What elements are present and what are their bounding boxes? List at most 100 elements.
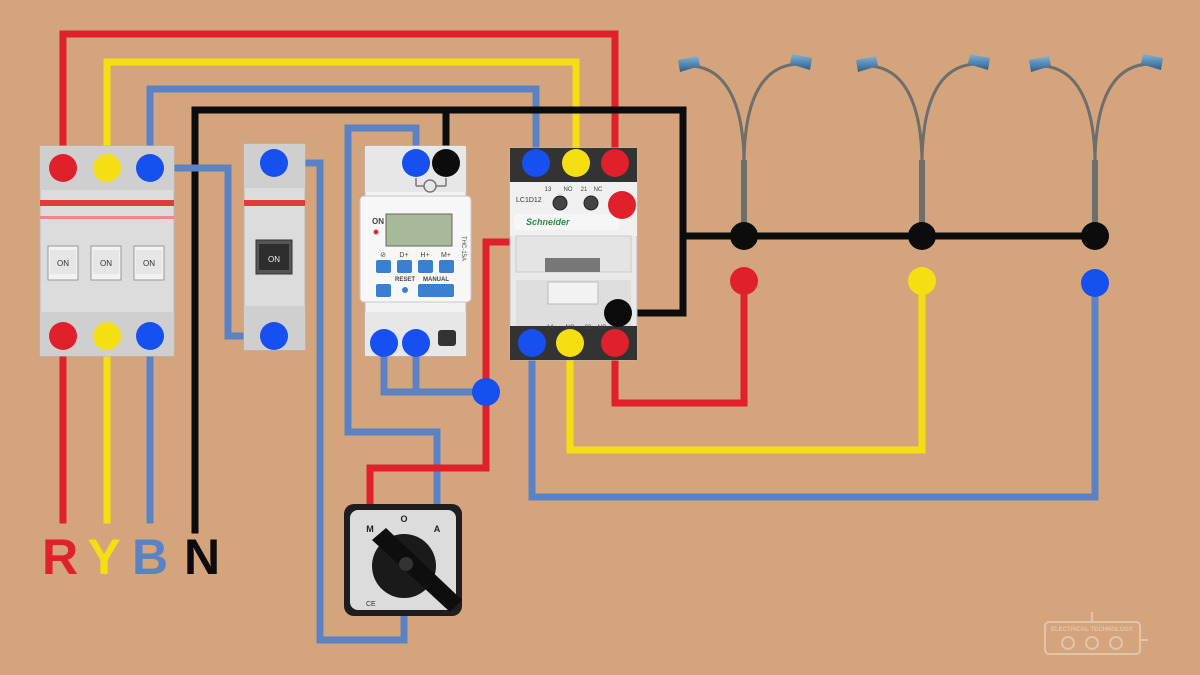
terminal-mcb3-bot-y[interactable] [93,322,121,350]
timer-button-manual[interactable] [418,284,454,297]
mcb-3-switch-3[interactable]: ON [133,245,165,281]
wire-red-lamp [611,277,748,407]
contactor-bottom-label-4: NC [598,325,607,331]
terminal-mcb3-bot-r[interactable] [49,322,77,350]
watermark-text: ELECTRICAL TECHNOLOGY [1051,627,1133,633]
lamp-head-icon [1029,56,1051,72]
timer-button-label-1: ⊘ [380,252,386,259]
contactor-model: LC1D12 [516,197,542,204]
terminal-contactor-bot-b[interactable] [518,329,546,357]
digital-timer[interactable]: ON THC-15A ⊘ D+ H+ M+ RESET MANUAL [359,145,472,357]
selector-ce-mark: CE [366,601,376,608]
terminals [49,149,1109,406]
wire-blue-timer-in [344,124,441,519]
lamp-pole [1092,160,1098,236]
contactor-brand: Schneider [526,217,570,227]
terminal-timer-bot-r[interactable] [402,329,430,357]
terminal-contactor-coil[interactable] [608,191,636,219]
timer-button-label-4: M+ [441,252,451,259]
terminal-timer-top-r[interactable] [432,149,460,177]
mcb-3-switch-1[interactable]: ON [47,245,79,281]
timer-on-label: ON [372,217,384,226]
timer-button-clock[interactable] [376,260,391,273]
timer-display [385,213,453,247]
street-lamp-2 [856,54,990,236]
timer-button-label-3: H+ [420,252,429,259]
terminal-lamp3-neutral[interactable] [1081,222,1109,250]
timer-buttons: ⊘ D+ H+ M+ RESET MANUAL [376,252,454,297]
timer-button-h[interactable] [418,260,433,273]
selector-knob-center-icon [399,557,413,571]
mcb-3-switch-1-label: ON [57,259,69,268]
timer-reset-pin-icon [402,287,408,293]
terminal-lamp1-phase[interactable] [730,267,758,295]
phase-label-r: R [42,529,78,585]
mcb-1-pole[interactable]: ON [243,143,306,351]
timer-model: THC-15A [460,236,466,261]
selector-knob-handle[interactable] [372,528,462,612]
timer-button-label-2: D+ [399,252,408,259]
lamp-arms [691,62,801,166]
mcb-1-switch[interactable]: ON [255,239,293,275]
terminal-contactor-top-b[interactable] [522,149,550,177]
lamp-head-icon [678,56,700,72]
terminal-contactor-bot-y[interactable] [556,329,584,357]
selector-switch[interactable]: M O A CE [344,504,462,616]
terminal-lamp1-neutral[interactable] [730,222,758,250]
wire-blue-supply [146,85,540,172]
terminal-lamp3-phase[interactable] [1081,269,1109,297]
terminal-mcb3-top-r[interactable] [49,154,77,182]
terminal-mcb3-top-y[interactable] [93,154,121,182]
terminal-contactor-top-y[interactable] [562,149,590,177]
street-lamp-3 [1029,54,1163,236]
phase-label-n: N [184,529,220,585]
wire-red-supply [59,30,619,172]
mcb-3-switch-2-label: ON [100,259,112,268]
mcb-3-switch-3-label: ON [143,259,155,268]
timer-reset-label: RESET [395,277,415,283]
phase-label-b: B [132,529,168,585]
contactor-top-label-3: 21 [581,187,588,193]
street-lamp-1 [678,54,812,236]
contactor-bottom-labels: 14 NO 22 NC [547,325,607,331]
wire-blue-lamp [528,279,1099,501]
terminal-contactor-bot-r[interactable] [601,329,629,357]
wire-neutral-main [191,106,687,534]
timer-button-reset[interactable] [376,284,391,297]
timer-manual-label: MANUAL [423,277,449,283]
lamp-head-icon [856,56,878,72]
selector-label-o: O [400,514,407,524]
terminal-junction-blue[interactable] [472,378,500,406]
timer-led-icon [373,229,379,235]
contactor-bottom-label-2: NO [566,325,575,331]
terminal-contactor-neutral[interactable] [604,299,632,327]
contactor-top-labels: 13 NO 21 NC [545,187,603,193]
phase-label-y: Y [87,529,120,585]
terminal-mcb1-bot[interactable] [260,322,288,350]
wire-blue-timer-out [380,339,490,396]
lamp-head-icon [968,54,990,70]
terminal-mcb3-top-b[interactable] [136,154,164,182]
contactor-bottom-label-1: 14 [547,325,554,331]
terminal-timer-bot-l[interactable] [370,329,398,357]
lamp-arms [1042,62,1152,166]
terminal-contactor-top-r[interactable] [601,149,629,177]
terminal-lamp2-neutral[interactable] [908,222,936,250]
mcb-3-switch-2[interactable]: ON [90,245,122,281]
timer-button-m[interactable] [439,260,454,273]
phase-labels: R Y B N [42,529,220,585]
terminal-mcb1-top[interactable] [260,149,288,177]
selector-label-a: A [434,524,441,534]
timer-terminal-socket [438,330,456,346]
contactor[interactable]: 13 NO 21 NC LC1D12 Schneider 14 NO 22 NC [509,147,638,361]
contactor-top-label-2: NO [564,187,573,193]
contactor-top-label-4: NC [594,187,603,193]
wire-yellow-lamp [566,277,926,454]
terminal-timer-top-l[interactable] [402,149,430,177]
terminal-mcb3-bot-b[interactable] [136,322,164,350]
timer-button-d[interactable] [397,260,412,273]
lamp-pole [741,160,747,236]
lamp-head-icon [1141,54,1163,70]
terminal-lamp2-phase[interactable] [908,267,936,295]
